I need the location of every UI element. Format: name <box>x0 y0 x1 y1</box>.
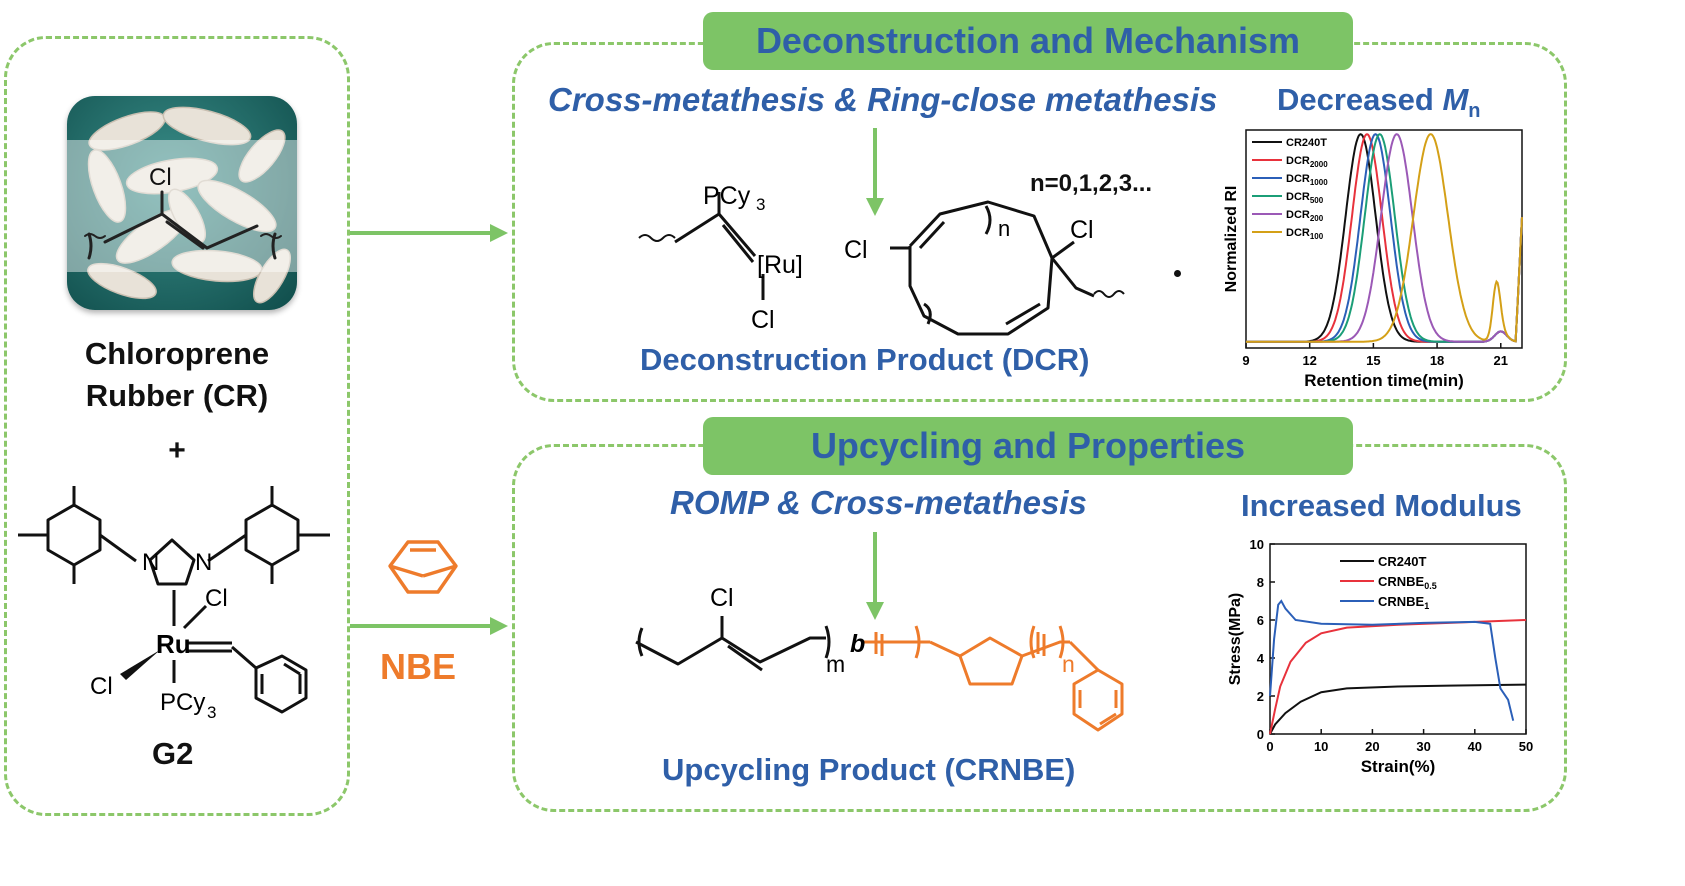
cl-ru-fragment: Cl <box>751 306 775 334</box>
bottom-subtitle: ROMP & Cross-metathesis <box>670 484 1087 521</box>
gpc-x-axis-label: Retention time(min) <box>1304 371 1464 390</box>
tensile-plot-frame <box>1269 543 1527 735</box>
rubber-photo-card: Cl <box>67 96 297 310</box>
gpc-x-tick-label: 9 <box>1242 353 1249 368</box>
n-subscript-orange: n <box>1062 651 1075 677</box>
n-atom-left: N <box>142 549 159 576</box>
tensile-legend-label: CRNBE0.5 <box>1378 574 1437 591</box>
tensile-series-line <box>1269 619 1527 735</box>
gpc-title-m: M <box>1442 82 1469 117</box>
cl-ring-left: Cl <box>844 236 868 264</box>
crnbe-structure: Cl m b n <box>635 584 1124 732</box>
tensile-x-tick-label: 30 <box>1416 739 1430 754</box>
pcy3-subscript: 3 <box>207 703 216 722</box>
cl-atom-ru-top: Cl <box>205 585 228 612</box>
tensile-x-tick-label: 10 <box>1314 739 1328 754</box>
top-down-arrow <box>866 128 884 216</box>
plus-sign: + <box>168 434 186 467</box>
pcy3-top: PCy <box>703 182 751 210</box>
pcy3-ligand: PCy <box>160 689 205 716</box>
tensile-x-tick-label: 20 <box>1365 739 1379 754</box>
gpc-legend-label: CR240T <box>1286 137 1327 149</box>
tensile-y-tick-label: 0 <box>1257 727 1264 742</box>
top-banner: Deconstruction and Mechanism <box>703 12 1353 70</box>
ru-carbene-structure: PCy 3 [Ru] Cl <box>638 182 803 334</box>
nbe-label: NBE <box>380 646 457 687</box>
tensile-legend-label: CR240T <box>1378 554 1426 569</box>
gpc-series-line <box>1246 133 1523 343</box>
gpc-title-prefix: Decreased <box>1277 82 1443 117</box>
m-subscript: m <box>826 651 845 677</box>
gpc-legend-label: DCR500 <box>1286 191 1324 205</box>
gpc-y-axis-label: Normalized RI <box>1223 186 1240 293</box>
ru-atom: Ru <box>156 629 191 659</box>
bottom-banner: Upcycling and Properties <box>703 417 1353 475</box>
ring-n-subscript: n <box>998 216 1010 241</box>
tensile-series-line <box>1269 683 1527 735</box>
tensile-x-tick-label: 0 <box>1266 739 1273 754</box>
tensile-y-tick-label: 2 <box>1257 689 1264 704</box>
tensile-y-tick-label: 4 <box>1257 651 1265 666</box>
pcy3-top-subscript: 3 <box>756 195 765 214</box>
gpc-title-sub: n <box>1468 100 1481 123</box>
gpc-legend-label: DCR1000 <box>1286 173 1328 187</box>
tensile-y-tick-label: 6 <box>1257 613 1264 628</box>
cl-crnbe: Cl <box>710 584 734 612</box>
b-block-label: b <box>850 630 865 658</box>
cyclic-dcr-structure: Cl Cl n <box>844 200 1125 336</box>
catalyst-label: G2 <box>152 736 194 771</box>
dot-separator <box>1174 270 1181 277</box>
top-subtitle: Cross-metathesis & Ring-close metathesis <box>548 81 1218 118</box>
rubber-pellets-image <box>67 106 297 304</box>
bottom-product-caption: Upcycling Product (CRNBE) <box>662 752 1076 787</box>
tensile-x-tick-label: 40 <box>1468 739 1482 754</box>
gpc-legend-label: DCR100 <box>1286 227 1324 241</box>
n-atom-right: N <box>195 549 212 576</box>
bottom-down-arrow <box>866 532 884 620</box>
gpc-chart-title: Decreased Mn <box>1277 82 1481 123</box>
ru-bracket-label: [Ru] <box>757 251 803 279</box>
tensile-y-axis-label: Stress(MPa) <box>1227 593 1244 685</box>
tensile-legend-label: CRNBE1 <box>1378 594 1429 611</box>
tensile-series-line <box>1269 599 1515 721</box>
tensile-y-tick-label: 8 <box>1257 575 1264 590</box>
cr-name-line1: Chloroprene <box>84 336 270 371</box>
gpc-x-tick-label: 18 <box>1430 353 1444 368</box>
top-product-caption: Deconstruction Product (DCR) <box>640 342 1090 377</box>
nbe-structure <box>388 540 458 594</box>
gpc-plot-frame <box>1245 129 1523 349</box>
cl-atom-label: Cl <box>149 164 172 191</box>
cr-name-line2: Rubber (CR) <box>85 378 269 413</box>
left-panel-frame <box>4 36 350 816</box>
gpc-x-tick-label: 12 <box>1302 353 1316 368</box>
n-range-label: n=0,1,2,3... <box>1030 170 1153 197</box>
tensile-chart-title: Increased Modulus <box>1241 488 1522 523</box>
tensile-y-tick-label: 10 <box>1250 537 1264 552</box>
cl-atom-ru-left: Cl <box>90 673 113 700</box>
g2-catalyst-structure: N N Cl Ru Cl PCy 3 <box>18 486 330 722</box>
connector-arrows <box>350 224 508 635</box>
gpc-legend-label: DCR200 <box>1286 209 1324 223</box>
tensile-x-axis-label: Strain(%) <box>1361 757 1436 776</box>
gpc-x-tick-label: 21 <box>1494 353 1508 368</box>
gpc-legend-label: DCR2000 <box>1286 155 1328 169</box>
tensile-x-tick-label: 50 <box>1519 739 1533 754</box>
gpc-x-tick-label: 15 <box>1366 353 1380 368</box>
cl-ring-right: Cl <box>1070 216 1094 244</box>
